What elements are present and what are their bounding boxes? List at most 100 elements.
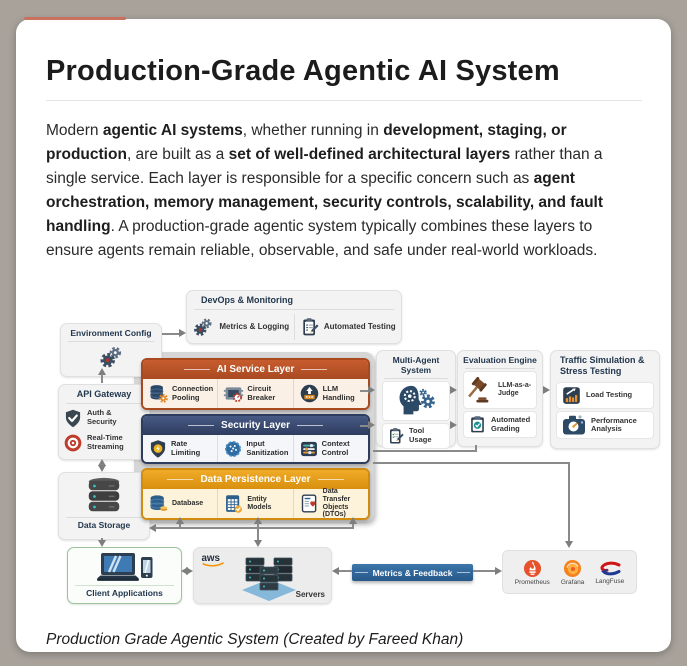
connection-pooling-label: Connection Pooling	[172, 384, 214, 402]
clipboard-pencil-icon	[387, 426, 405, 446]
langfuse-logo	[599, 560, 621, 577]
intro-paragraph: Modern agentic AI systems, whether runni…	[46, 122, 604, 259]
divider	[66, 517, 142, 518]
automated-testing-label: Automated Testing	[323, 322, 396, 332]
evaluation-engine-box: Evaluation Engine LLM-as-a-Judge Automat…	[457, 350, 543, 447]
load-testing-label: Load Testing	[586, 390, 633, 400]
llm-handling-label: LLM Handling	[322, 384, 355, 402]
shield-check-icon	[63, 408, 83, 429]
grafana-item: Grafana	[560, 559, 585, 586]
connector-env-devops	[162, 333, 181, 335]
llm-handling-item: LLM Handling	[292, 379, 368, 408]
scrubber-ball-icon	[223, 439, 243, 459]
entity-models-label: Entity Models	[247, 495, 272, 511]
accent-bar	[24, 17, 126, 20]
title-divider	[46, 100, 642, 101]
arrowhead-up	[349, 517, 357, 524]
database-item: Database	[143, 489, 217, 518]
traffic-simulation-title: Traffic Simulation & Stress Testing	[560, 355, 645, 376]
arrowhead-down	[98, 540, 106, 547]
divider	[66, 402, 142, 404]
circuit-breaker-item: Circuit Breaker	[217, 379, 292, 408]
connector-layers-observability	[373, 462, 570, 464]
realtime-streaming-label: Real-Time Streaming	[87, 432, 124, 451]
tool-usage-label: Tool Usage	[409, 426, 432, 445]
dto-item: Data Transfer Objects (DTOs)	[292, 488, 368, 518]
page-title: Production-Grade Agentic AI System	[46, 55, 560, 87]
devops-title: DevOps & Monitoring	[201, 295, 293, 305]
performance-analysis-item: Performance Analysis	[556, 411, 654, 440]
environment-config-box: Environment Config	[60, 323, 162, 377]
divider	[293, 313, 295, 340]
connector-persistence-storage	[155, 527, 354, 529]
evaluation-engine-title: Evaluation Engine	[463, 355, 537, 365]
gavel-icon	[468, 375, 494, 405]
arrowhead-down	[565, 541, 573, 548]
table-check-icon	[223, 493, 244, 514]
divider	[384, 378, 448, 380]
auth-security-item: Auth & Security	[59, 406, 149, 431]
database-icon	[148, 493, 169, 514]
devops-monitoring-box: DevOps & Monitoring Metrics & Logging Au…	[186, 290, 402, 344]
api-gateway-title: API Gateway	[76, 389, 132, 399]
database-stack-icon	[81, 476, 127, 516]
clipboard-check-icon	[468, 414, 487, 435]
target-icon	[63, 433, 83, 453]
brain-gears-icon	[393, 385, 439, 417]
laptop-phone-icon	[94, 552, 156, 584]
divider	[75, 585, 174, 586]
clipboard-pencil-icon	[300, 316, 320, 338]
arrowhead-left	[332, 567, 339, 575]
divider	[68, 341, 154, 343]
arrowhead-right	[368, 386, 375, 394]
llm-judge-item: LLM-as-a-Judge	[463, 371, 537, 410]
connection-pooling-item: Connection Pooling	[143, 379, 217, 408]
arrowhead-right	[450, 386, 457, 394]
arrowhead-up	[176, 517, 184, 524]
arrowhead-right	[495, 567, 502, 575]
automated-grading-label: Automated Grading	[491, 414, 531, 433]
multi-agent-brain-card	[382, 381, 450, 422]
load-testing-item: Load Testing	[556, 382, 654, 410]
tool-usage-item: Tool Usage	[382, 423, 450, 450]
data-storage-label: Data Storage	[77, 520, 131, 530]
database-gear-icon	[148, 383, 169, 404]
arrowhead-left	[181, 567, 188, 575]
servers-box: aws Servers	[193, 547, 332, 604]
client-applications-label: Client Applications	[86, 588, 163, 598]
gears-icon	[191, 316, 215, 338]
observability-box: Prometheus Grafana LangFuse	[502, 550, 637, 594]
security-layer-title: Security Layer	[143, 416, 368, 435]
arrowhead-up	[254, 517, 262, 524]
server-stack-icon	[230, 550, 308, 602]
ai-service-layer-title: AI Service Layer	[143, 360, 368, 379]
arrowhead-right	[179, 329, 186, 337]
input-sanitization-item: Input Sanitization	[217, 435, 292, 462]
performance-analysis-label: Performance Analysis	[591, 415, 637, 434]
data-persistence-layer-title: Data Persistence Layer	[143, 470, 368, 489]
grafana-label: Grafana	[560, 578, 585, 586]
entity-models-item: Entity Models	[217, 489, 292, 518]
aws-logo: aws	[200, 552, 226, 567]
connector-layers-observability	[568, 462, 570, 542]
connector-eval-bracket	[475, 445, 477, 452]
connector-banner-servers	[339, 570, 352, 572]
arrowhead-left	[149, 524, 156, 532]
auth-security-label: Auth & Security	[87, 408, 117, 427]
gears-icon	[96, 344, 126, 370]
automated-testing-item: Automated Testing	[295, 312, 402, 342]
metrics-feedback-label: Metrics & Feedback	[372, 567, 453, 578]
rate-limiting-item: Rate Limiting	[143, 435, 217, 462]
document-heart-icon	[299, 493, 320, 514]
input-sanitization-label: Input Sanitization	[246, 439, 289, 457]
multi-agent-box: Multi-Agent System Tool Usage	[376, 350, 456, 450]
realtime-streaming-item: Real-Time Streaming	[59, 431, 149, 455]
api-gateway-box: API Gateway Auth & Security Real-Time St…	[58, 384, 150, 460]
rate-limiting-label: Rate Limiting	[171, 439, 201, 457]
shield-bolt-icon	[148, 439, 168, 459]
arrowhead-right	[368, 421, 375, 429]
multi-agent-title: Multi-Agent System	[392, 355, 440, 376]
servers-label: Servers	[295, 590, 325, 599]
metrics-logging-item: Metrics & Logging	[187, 312, 294, 342]
